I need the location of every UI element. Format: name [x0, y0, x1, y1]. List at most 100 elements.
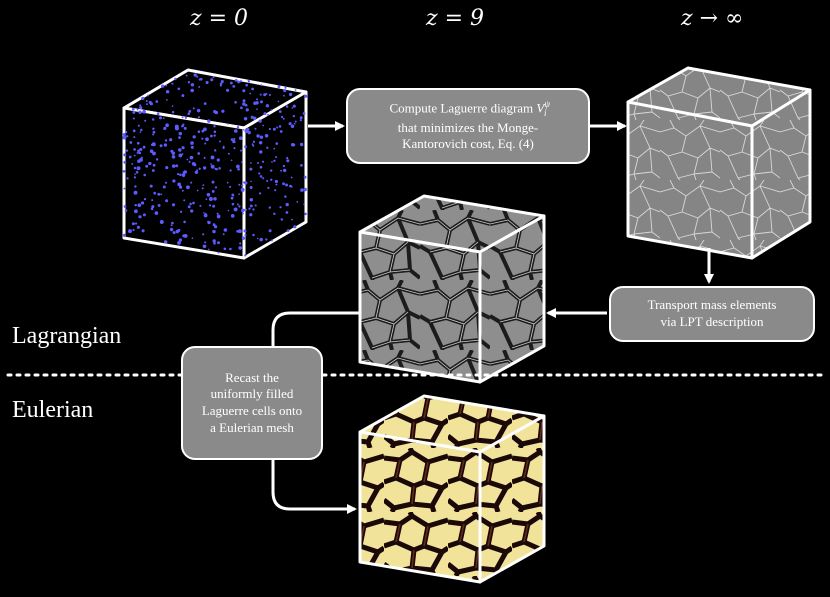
particle [258, 119, 262, 123]
arrow-recast-to-eulerian [271, 457, 357, 514]
particle [161, 84, 165, 88]
particle [249, 197, 254, 202]
particle [151, 205, 155, 209]
particle [288, 92, 293, 97]
particle [239, 242, 242, 245]
particle [283, 94, 285, 97]
particle [191, 161, 196, 166]
particle [122, 132, 126, 137]
particle [123, 205, 127, 208]
particle [178, 148, 182, 152]
particle [219, 140, 221, 143]
connector-z9-to-recast [271, 311, 360, 348]
particle [238, 205, 241, 208]
particle [204, 142, 207, 145]
particle [208, 204, 212, 207]
particle [264, 134, 269, 138]
particle [248, 207, 251, 210]
particle [226, 181, 229, 184]
particle [192, 135, 196, 139]
column-label-z9: z = 9 [426, 6, 485, 31]
particle [178, 131, 183, 136]
particle [155, 100, 159, 103]
compute-laguerre-box: Compute Laguerre diagram Vψi that minimi… [346, 88, 590, 164]
particle [133, 154, 136, 157]
particle [147, 94, 150, 97]
particle [262, 177, 265, 180]
particle [133, 176, 136, 179]
particle [288, 122, 292, 126]
particle [132, 228, 135, 232]
particle [296, 201, 299, 203]
particle [258, 140, 263, 145]
particle [190, 145, 194, 149]
column-label-zinf: z → ∞ [681, 6, 744, 31]
particle [259, 237, 263, 242]
particle [220, 79, 224, 84]
transport-line1: Transport mass elements [647, 297, 777, 313]
particle [258, 172, 261, 175]
particle [142, 109, 146, 114]
particle [133, 166, 137, 170]
particle [238, 183, 241, 186]
particle [175, 164, 179, 168]
particle [150, 150, 153, 154]
particle [292, 114, 296, 118]
particle [232, 139, 236, 144]
particle [240, 106, 243, 110]
recast-eulerian-box: Recast the uniformly filled Laguerre cel… [181, 346, 323, 460]
particle [273, 212, 276, 216]
transport-mass-box: Transport mass elements via LPT descript… [609, 286, 815, 342]
particle [202, 244, 207, 249]
particle [129, 141, 133, 144]
particle [241, 161, 243, 163]
particle [304, 212, 307, 216]
particle [152, 163, 156, 167]
particle [218, 167, 221, 170]
particle [286, 159, 290, 163]
particle [183, 170, 187, 174]
particle [250, 162, 252, 164]
particle [198, 167, 201, 170]
particle [188, 160, 191, 163]
particle [203, 213, 208, 218]
particle [278, 110, 282, 113]
particle [249, 92, 252, 95]
particle [134, 185, 137, 188]
particle [143, 173, 146, 177]
particle [181, 189, 184, 192]
particle [157, 203, 161, 207]
particle [171, 110, 175, 114]
particle [276, 126, 279, 129]
particle [222, 233, 225, 236]
recast-line3: Laguerre cells onto [201, 403, 303, 418]
particle [190, 141, 194, 145]
particle [202, 233, 205, 236]
particle [238, 136, 243, 140]
particle [137, 124, 140, 127]
particle [293, 225, 297, 229]
particle [265, 92, 268, 95]
particle [205, 198, 208, 200]
particle [303, 203, 305, 205]
transport-line2: via LPT description [660, 314, 764, 329]
particle [274, 189, 277, 192]
particle [212, 76, 215, 79]
particle [250, 180, 252, 183]
particle [290, 185, 293, 188]
particle [256, 108, 258, 111]
particle [234, 100, 237, 104]
particle [140, 201, 145, 205]
particle [217, 251, 220, 254]
particle [214, 186, 218, 189]
particle [186, 158, 189, 161]
particle [178, 153, 183, 158]
particle [126, 177, 129, 180]
particle [177, 241, 181, 245]
particle [299, 116, 303, 120]
particle [152, 130, 156, 134]
particle [229, 81, 233, 85]
laguerre-cell-superscript: ψ [544, 99, 550, 110]
particle [216, 158, 220, 162]
particle [202, 166, 207, 170]
